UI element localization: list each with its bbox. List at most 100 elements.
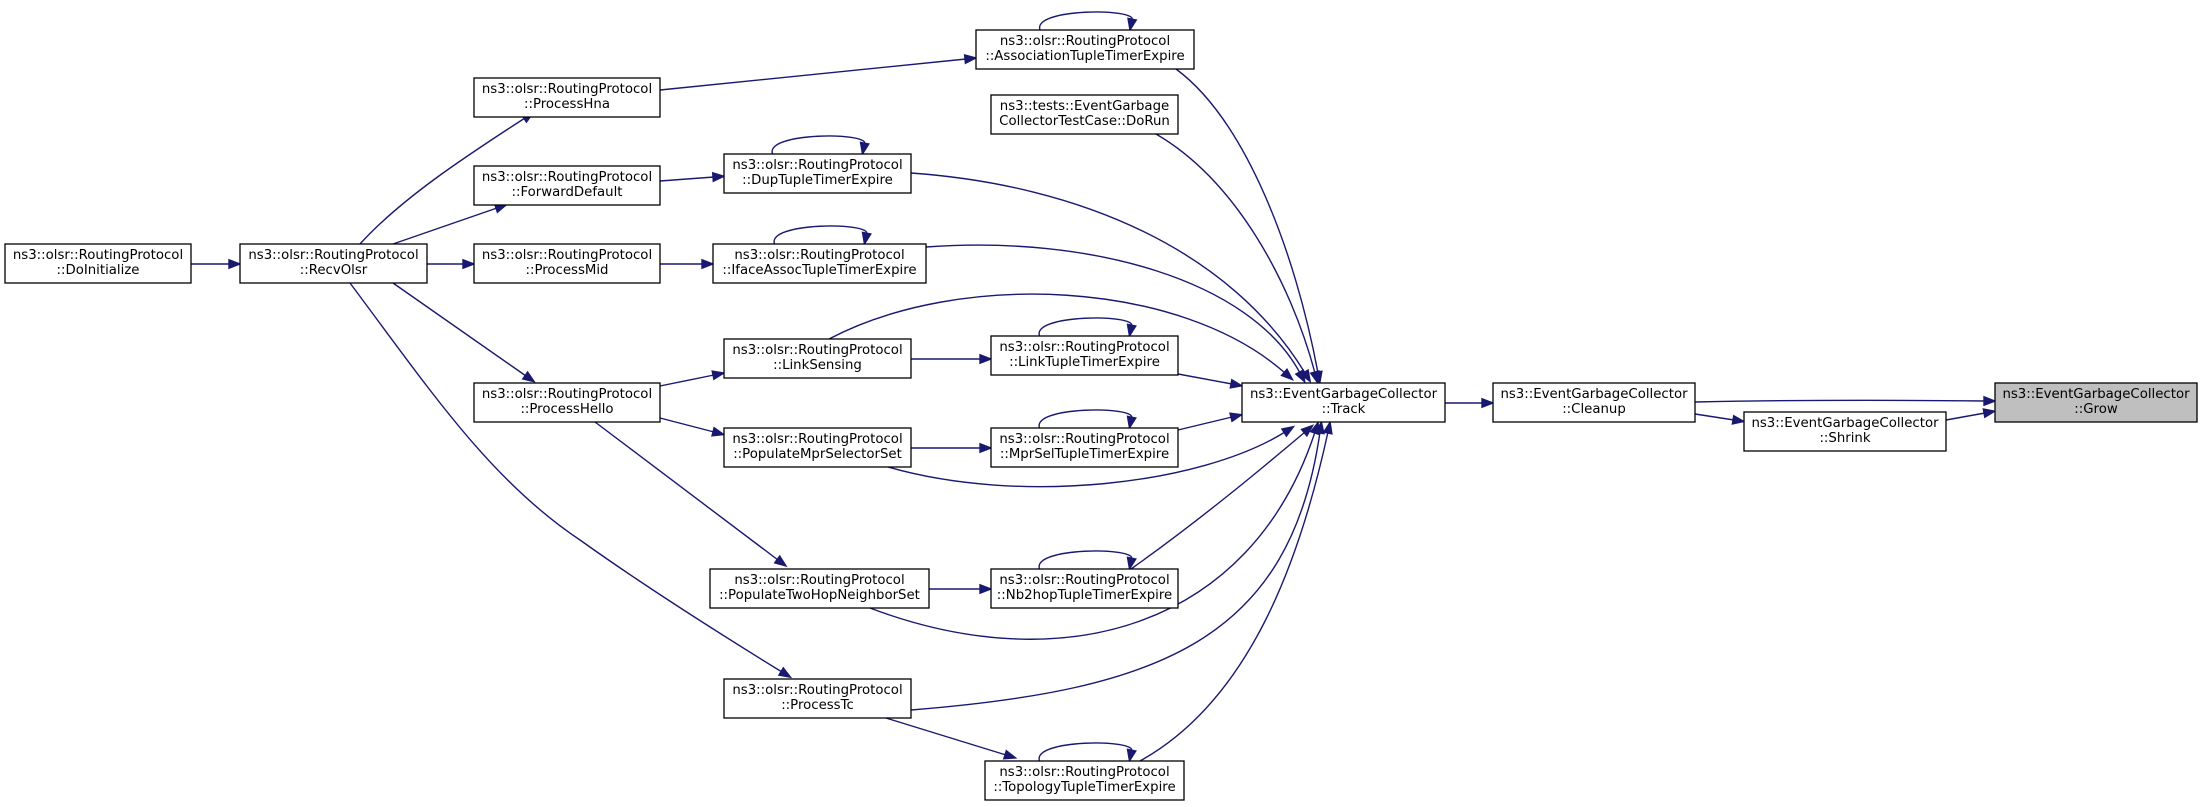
node-dorun[interactable]: ns3::tests::EventGarbageCollectorTestCas… bbox=[990, 94, 1179, 135]
node-mprsel[interactable]: ns3::olsr::RoutingProtocol::MprSelTupleT… bbox=[990, 427, 1179, 468]
node-label-method: ::Nb2hopTupleTimerExpire bbox=[997, 588, 1172, 603]
edge-duptuple-to-track bbox=[910, 172, 1312, 384]
node-box bbox=[990, 94, 1179, 135]
edge-line bbox=[659, 176, 715, 182]
node-box bbox=[1994, 382, 2198, 423]
node-nb2hop[interactable]: ns3::olsr::RoutingProtocol::Nb2hopTupleT… bbox=[990, 568, 1179, 609]
node-label-method: ::ForwardDefault bbox=[511, 185, 622, 200]
node-label-namespace: ns3::olsr::RoutingProtocol bbox=[732, 343, 902, 358]
node-label-namespace: ns3::olsr::RoutingProtocol bbox=[482, 170, 652, 185]
edge-arrowhead bbox=[462, 258, 476, 270]
edge-line bbox=[1177, 416, 1233, 431]
node-box bbox=[975, 29, 1195, 70]
node-track[interactable]: ns3::EventGarbageCollector::Track bbox=[1241, 382, 1446, 423]
edge-line bbox=[910, 431, 1321, 711]
edge-line bbox=[828, 293, 1286, 374]
edge-line bbox=[392, 282, 527, 377]
edge-nb2hop-to-track bbox=[1130, 424, 1315, 570]
edge-arrowhead bbox=[963, 53, 978, 65]
nodes-layer: ns3::EventGarbageCollector::Growns3::Eve… bbox=[4, 29, 2198, 801]
edge-arrowhead bbox=[979, 442, 993, 454]
edge-arrowhead bbox=[1982, 408, 1997, 419]
node-doinit[interactable]: ns3::olsr::RoutingProtocol::DoInitialize bbox=[4, 243, 192, 284]
edge-iface-to-track bbox=[925, 244, 1306, 384]
edge-arrowhead bbox=[1294, 368, 1306, 384]
node-label-namespace: ns3::EventGarbageCollector bbox=[1751, 416, 1939, 431]
edge-linksensing-to-linktuple bbox=[911, 353, 993, 365]
edge-processtc-to-topology bbox=[885, 717, 1018, 760]
edge-linktuple-to-track bbox=[1177, 373, 1244, 389]
node-forward[interactable]: ns3::olsr::RoutingProtocol::ForwardDefau… bbox=[473, 165, 661, 206]
edge-mprsel-to-mprsel bbox=[1038, 409, 1137, 430]
edge-assoc-to-assoc bbox=[1039, 11, 1138, 32]
edge-arrowhead bbox=[859, 141, 870, 156]
edge-popmpr-to-mprsel bbox=[911, 442, 993, 454]
edge-recvolsr-to-forward bbox=[392, 203, 509, 245]
edge-line bbox=[1177, 373, 1233, 385]
edge-recvolsr-to-processtc bbox=[349, 282, 793, 679]
node-cleanup[interactable]: ns3::EventGarbageCollector::Cleanup bbox=[1492, 382, 1696, 423]
edge-arrowhead bbox=[711, 370, 726, 381]
node-assoc[interactable]: ns3::olsr::RoutingProtocol::AssociationT… bbox=[975, 29, 1195, 70]
edge-arrowhead bbox=[521, 370, 536, 383]
edge-cleanup-to-shrink bbox=[1694, 413, 1746, 425]
node-label-method: ::Track bbox=[1322, 402, 1366, 417]
node-processhna[interactable]: ns3::olsr::RoutingProtocol::ProcessHna bbox=[473, 77, 661, 118]
edge-arrowhead bbox=[1322, 420, 1333, 435]
node-linktuple[interactable]: ns3::olsr::RoutingProtocol::LinkTupleTim… bbox=[990, 335, 1179, 376]
edge-line bbox=[1175, 68, 1319, 374]
edge-line bbox=[1038, 742, 1133, 762]
node-processmid[interactable]: ns3::olsr::RoutingProtocol::ProcessMid bbox=[473, 243, 661, 284]
node-linksensing[interactable]: ns3::olsr::RoutingProtocol::LinkSensing bbox=[723, 338, 912, 379]
edge-arrowhead bbox=[1002, 749, 1018, 760]
edge-line bbox=[1155, 133, 1316, 374]
node-iface[interactable]: ns3::olsr::RoutingProtocol::IfaceAssocTu… bbox=[712, 243, 927, 284]
edge-arrowhead bbox=[1300, 424, 1315, 438]
node-label-method: ::ProcessHna bbox=[524, 97, 610, 112]
node-recvolsr[interactable]: ns3::olsr::RoutingProtocol::RecvOlsr bbox=[239, 243, 428, 284]
edge-arrowhead bbox=[777, 666, 793, 679]
edge-line bbox=[359, 117, 526, 245]
node-box bbox=[473, 382, 661, 423]
node-box bbox=[239, 243, 428, 284]
edge-cleanup-to-grow bbox=[1694, 395, 1997, 407]
node-label-namespace: ns3::olsr::RoutingProtocol bbox=[482, 82, 652, 97]
node-shrink[interactable]: ns3::EventGarbageCollector::Shrink bbox=[1743, 411, 1947, 452]
node-label-method: ::AssociationTupleTimerExpire bbox=[985, 49, 1184, 64]
edge-forward-to-duptuple bbox=[659, 171, 726, 183]
edge-topology-to-topology bbox=[1038, 742, 1137, 763]
node-label-namespace: ns3::olsr::RoutingProtocol bbox=[1000, 34, 1170, 49]
edge-processtc-to-track bbox=[910, 420, 1325, 711]
edge-line bbox=[659, 417, 715, 433]
node-box bbox=[723, 153, 912, 194]
node-processhello[interactable]: ns3::olsr::RoutingProtocol::ProcessHello bbox=[473, 382, 661, 423]
edge-arrowhead bbox=[979, 353, 993, 365]
node-processtc[interactable]: ns3::olsr::RoutingProtocol::ProcessTc bbox=[723, 678, 912, 719]
node-duptuple[interactable]: ns3::olsr::RoutingProtocol::DupTupleTime… bbox=[723, 153, 912, 194]
edge-line bbox=[925, 244, 1301, 374]
edge-arrowhead bbox=[1481, 397, 1495, 409]
edge-line bbox=[771, 135, 866, 155]
node-label-namespace: ns3::olsr::RoutingProtocol bbox=[999, 765, 1169, 780]
edge-shrink-to-grow bbox=[1945, 408, 1997, 421]
node-label-method: ::PopulateMprSelectorSet bbox=[733, 447, 902, 462]
node-label-namespace: ns3::olsr::RoutingProtocol bbox=[732, 158, 902, 173]
edge-arrowhead bbox=[1126, 556, 1137, 571]
edges-layer bbox=[191, 11, 1997, 763]
edge-line bbox=[887, 431, 1286, 488]
edge-arrowhead bbox=[773, 554, 788, 568]
edge-arrowhead bbox=[1731, 414, 1746, 425]
node-label-method: ::DupTupleTimerExpire bbox=[742, 173, 893, 188]
node-poptwohop[interactable]: ns3::olsr::RoutingProtocol::PopulateTwoH… bbox=[709, 568, 930, 609]
node-popmpr[interactable]: ns3::olsr::RoutingProtocol::PopulateMprS… bbox=[723, 427, 912, 468]
edge-popmpr-to-track bbox=[887, 425, 1296, 488]
edge-line bbox=[1139, 431, 1329, 762]
node-topology[interactable]: ns3::olsr::RoutingProtocol::TopologyTupl… bbox=[984, 760, 1185, 801]
node-grow[interactable]: ns3::EventGarbageCollector::Grow bbox=[1994, 382, 2198, 423]
edge-doinit-to-recvolsr bbox=[191, 258, 242, 270]
node-label-namespace: ns3::olsr::RoutingProtocol bbox=[734, 573, 904, 588]
edge-track-to-cleanup bbox=[1445, 397, 1495, 409]
edge-line bbox=[1039, 11, 1133, 31]
edge-linksensing-to-track bbox=[828, 293, 1294, 381]
node-label-method: CollectorTestCase::DoRun bbox=[999, 114, 1170, 129]
